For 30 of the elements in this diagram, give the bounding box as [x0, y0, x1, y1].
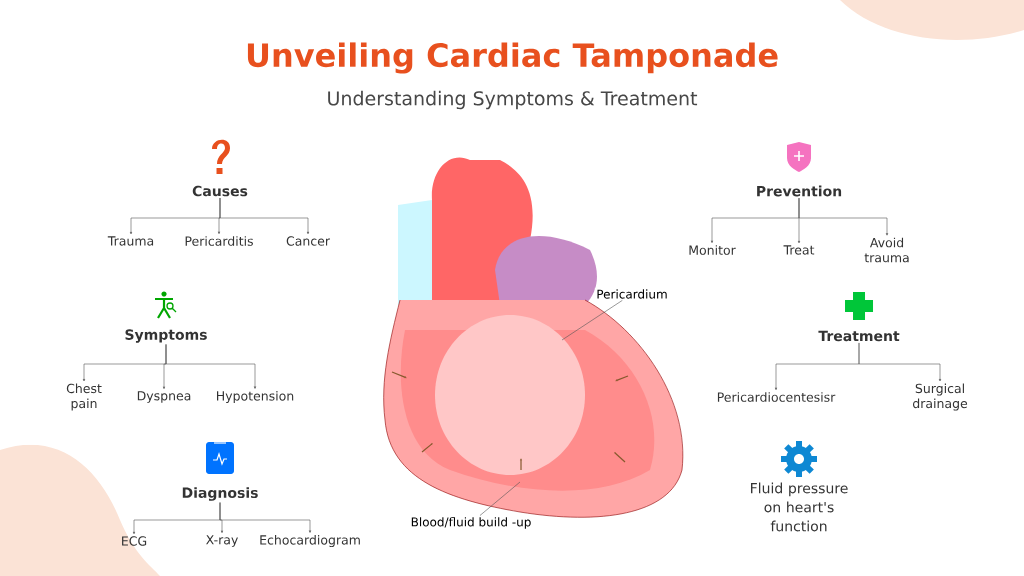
arrow [219, 197, 310, 235]
arrow [219, 502, 312, 533]
item-label: Surgical drainage [913, 383, 968, 411]
leader-line [561, 300, 623, 341]
item-label: Pericarditis [185, 236, 253, 246]
item-label: Pericardiocentesisr [717, 392, 836, 402]
category-heading: Prevention [757, 185, 842, 197]
title: Unveiling Cardiac Tamponade [247, 42, 778, 74]
item-label: Hypotension [217, 390, 294, 404]
arrow [858, 342, 942, 382]
item-label: Chest pain [66, 383, 102, 411]
item-label: Monitor [689, 245, 736, 255]
item-label: Treat [783, 245, 815, 255]
item-label: Echocardiogram [260, 534, 360, 548]
leader-line [479, 481, 521, 516]
arrow [798, 197, 889, 236]
item-label: Dyspnea [137, 391, 191, 403]
item-label: ECG [122, 536, 147, 546]
category-heading: Treatment [818, 330, 900, 342]
heart-drawing [383, 157, 684, 518]
category-heading: Symptoms [125, 329, 207, 343]
item-label: Avoid trauma [864, 237, 909, 263]
item-label: Trauma [107, 236, 154, 246]
category-heading: Diagnosis [182, 487, 258, 501]
subtitle: Understanding Symptoms & Treatment [328, 90, 698, 110]
item-label: Cancer [286, 236, 330, 246]
caption-text: Fluid pressure on heart's function [751, 482, 848, 532]
item-label: X-ray [206, 535, 238, 547]
category-heading: Causes [192, 185, 248, 197]
arrow [165, 344, 257, 389]
